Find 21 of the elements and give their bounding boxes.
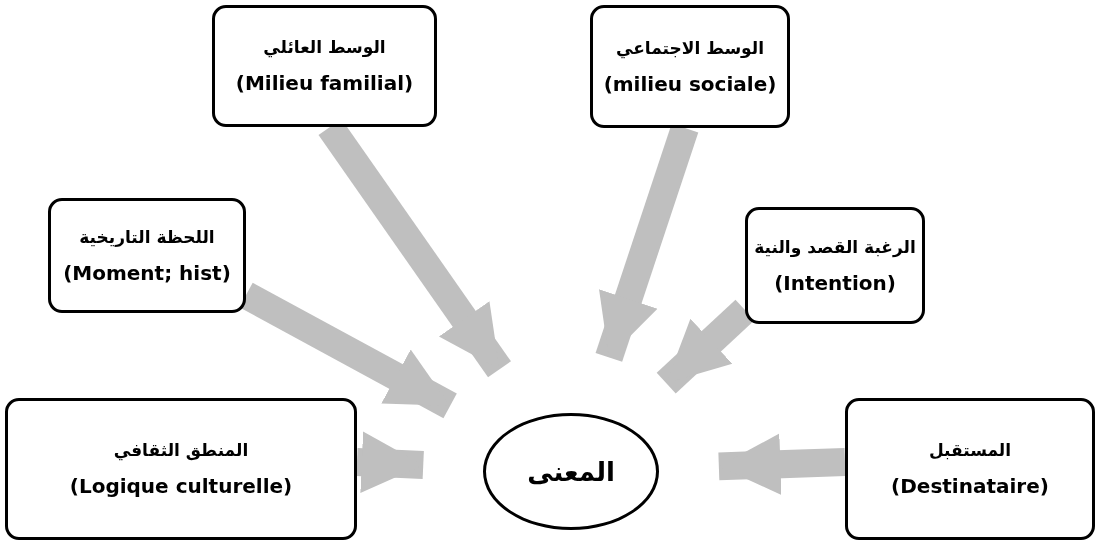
rounded-box [590, 5, 790, 128]
arabic-label: المستقبل [928, 440, 1012, 460]
french-label: (Intention) [774, 270, 896, 295]
french-label: (Logique culturelle) [69, 474, 293, 498]
arabic-label: الوسط العائلي [263, 37, 386, 57]
french-label: (Destinataire) [891, 474, 1049, 498]
arabic-label: الرغبة القصد والنية [754, 236, 916, 257]
rounded-box [5, 398, 357, 540]
french-label: (milieu sociale) [603, 71, 777, 96]
french-label: (Milieu familial) [235, 71, 414, 95]
french-label: (Moment; hist) [63, 260, 231, 285]
rounded-box [212, 5, 437, 127]
arabic-label: اللحظة التاريخية [79, 226, 215, 247]
block-arrow [356, 431, 424, 493]
rounded-box [48, 198, 246, 313]
arabic-label: الوسط الاجتماعي [616, 37, 764, 58]
rounded-box [845, 398, 1095, 540]
rounded-box [745, 207, 925, 324]
arabic-label: المنطق الثقافي [113, 440, 249, 460]
block-arrow [718, 433, 846, 495]
arabic-label: المعنى [527, 456, 615, 487]
